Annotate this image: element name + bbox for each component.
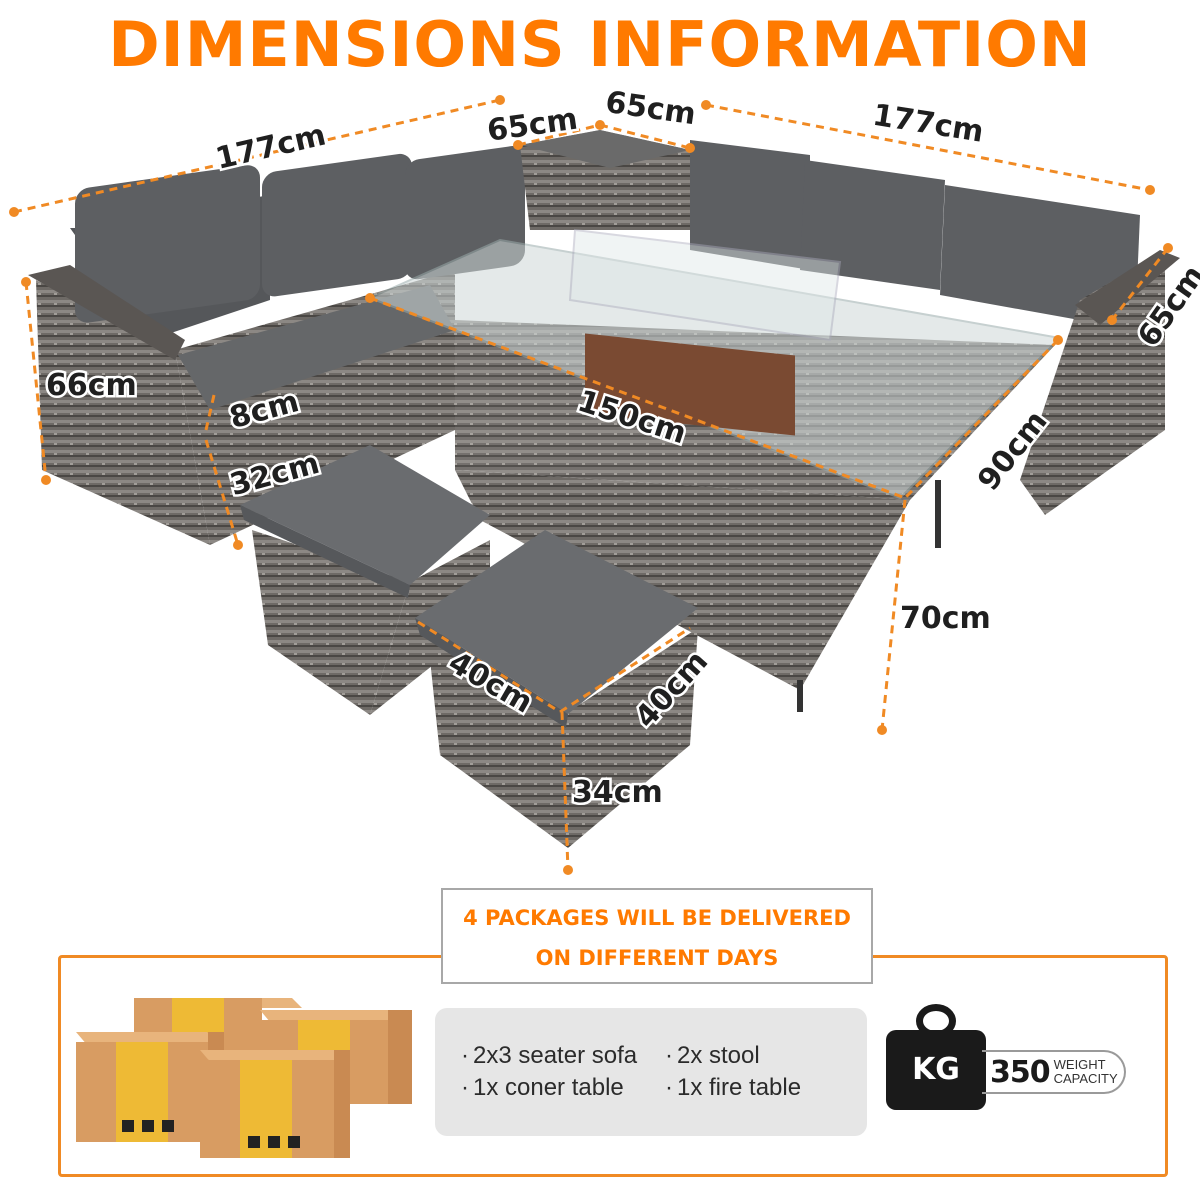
- contents-item-fire-table: 1x fire table: [665, 1074, 825, 1102]
- right-sofa: [690, 140, 1180, 515]
- label-fire-table-height: 70cm: [900, 601, 991, 636]
- weight-badge: 350 WEIGHT CAPACITY: [982, 1050, 1126, 1094]
- cardboard-boxes-icon: [76, 998, 412, 1158]
- package-contents: 2x3 seater sofa 2x stool 1x coner table …: [435, 1008, 867, 1136]
- fire-table: [367, 228, 1063, 712]
- label-sofa-right-length: 177cm: [870, 98, 986, 150]
- weight-caption: WEIGHT CAPACITY: [1050, 1058, 1124, 1086]
- weight-caption-line1: WEIGHT: [1053, 1057, 1106, 1072]
- label-corner-table-right: 65cm: [603, 85, 698, 132]
- furniture-illustration: 177cm 65cm 65cm 177cm 65cm 66cm 8cm 32cm…: [9, 84, 1200, 875]
- label-stool-height: 34cm: [572, 775, 663, 810]
- dimension-lines: [13, 98, 1170, 871]
- dimension-endpoints: [9, 95, 1173, 875]
- weight-icon: KG: [886, 1030, 986, 1110]
- delivery-notice-line2: ON DIFFERENT DAYS: [535, 946, 779, 970]
- corner-table: [520, 130, 690, 230]
- page-title: DIMENSIONS INFORMATION: [108, 8, 1092, 81]
- delivery-notice-line1: 4 PACKAGES WILL BE DELIVERED: [463, 906, 851, 930]
- contents-item-corner-table: 1x coner table: [461, 1074, 665, 1102]
- delivery-notice: 4 PACKAGES WILL BE DELIVERED ON DIFFEREN…: [441, 888, 873, 984]
- contents-item-stool: 2x stool: [665, 1042, 825, 1070]
- label-sofa-height: 66cm: [46, 368, 137, 403]
- weight-capacity: KG 350 WEIGHT CAPACITY: [886, 1000, 1136, 1112]
- contents-item-sofa: 2x3 seater sofa: [461, 1042, 665, 1070]
- weight-caption-line2: CAPACITY: [1053, 1071, 1118, 1086]
- weight-value: 350: [990, 1054, 1051, 1090]
- left-sofa: [28, 146, 525, 545]
